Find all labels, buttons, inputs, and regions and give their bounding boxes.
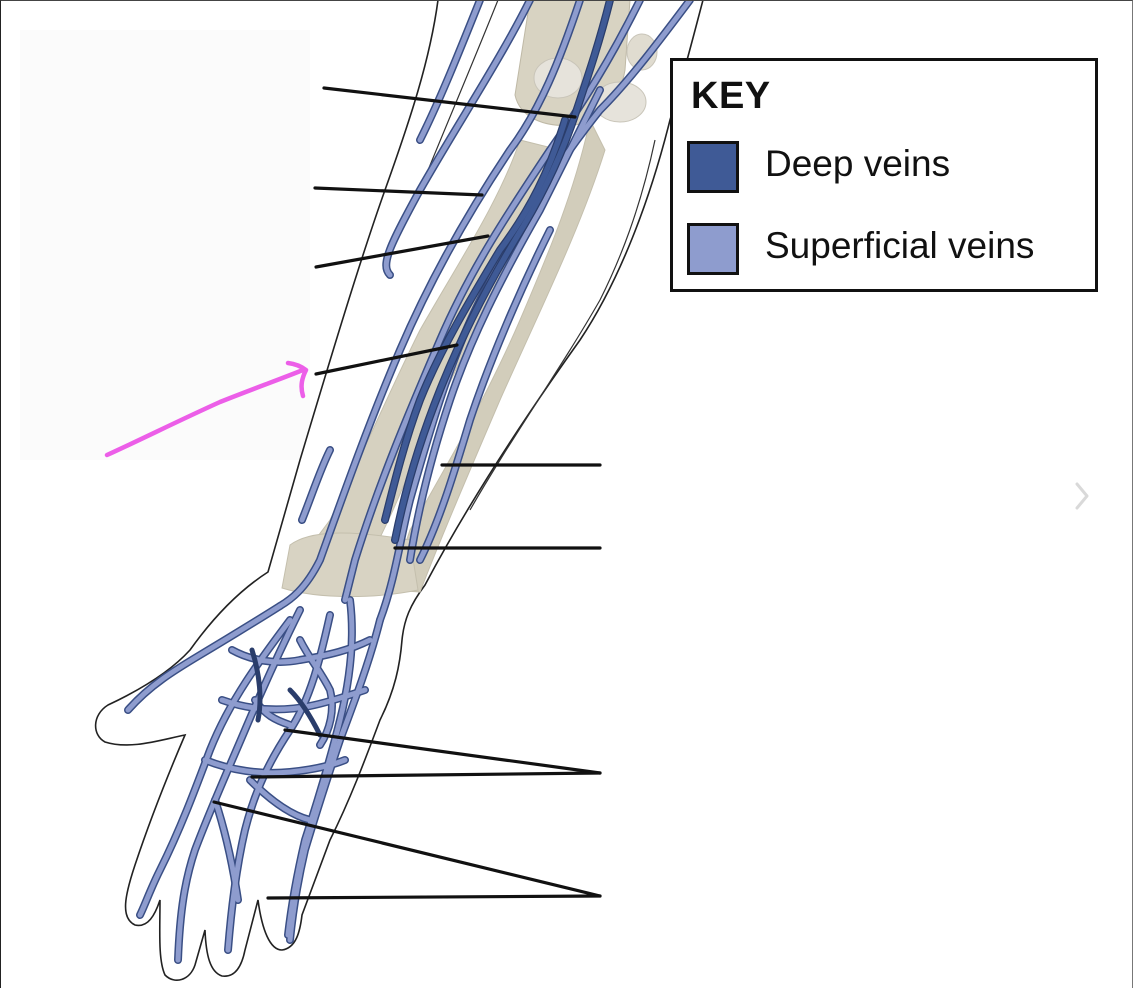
leader-line-4 xyxy=(314,343,459,376)
key-label-deep-veins: Deep veins xyxy=(765,143,951,184)
leader-line-7a xyxy=(283,728,602,775)
leader-line-7b xyxy=(250,771,602,779)
superficial-veins xyxy=(124,0,694,964)
key-legend: KEY Deep veins Superficial veins xyxy=(670,58,1098,292)
leader-line-1 xyxy=(322,86,577,119)
leader-line-3 xyxy=(314,234,490,269)
superficial-veins-swatch xyxy=(687,223,739,275)
skin-contour xyxy=(469,139,656,511)
hand-drawn-arrow-icon xyxy=(104,360,309,458)
key-item-deep-veins: Deep veins xyxy=(687,141,950,193)
leader-line-8a xyxy=(212,800,602,898)
key-item-superficial-veins: Superficial veins xyxy=(687,223,1034,275)
leader-lines xyxy=(212,86,602,900)
chevron-right-icon[interactable] xyxy=(1072,478,1092,514)
leader-line-2 xyxy=(313,186,484,197)
deep-veins xyxy=(249,0,614,738)
key-title: KEY xyxy=(691,75,771,117)
leader-line-8b xyxy=(266,894,602,900)
key-label-superficial-veins: Superficial veins xyxy=(765,225,1035,266)
deep-veins-swatch xyxy=(687,141,739,193)
background-panel xyxy=(20,30,310,460)
